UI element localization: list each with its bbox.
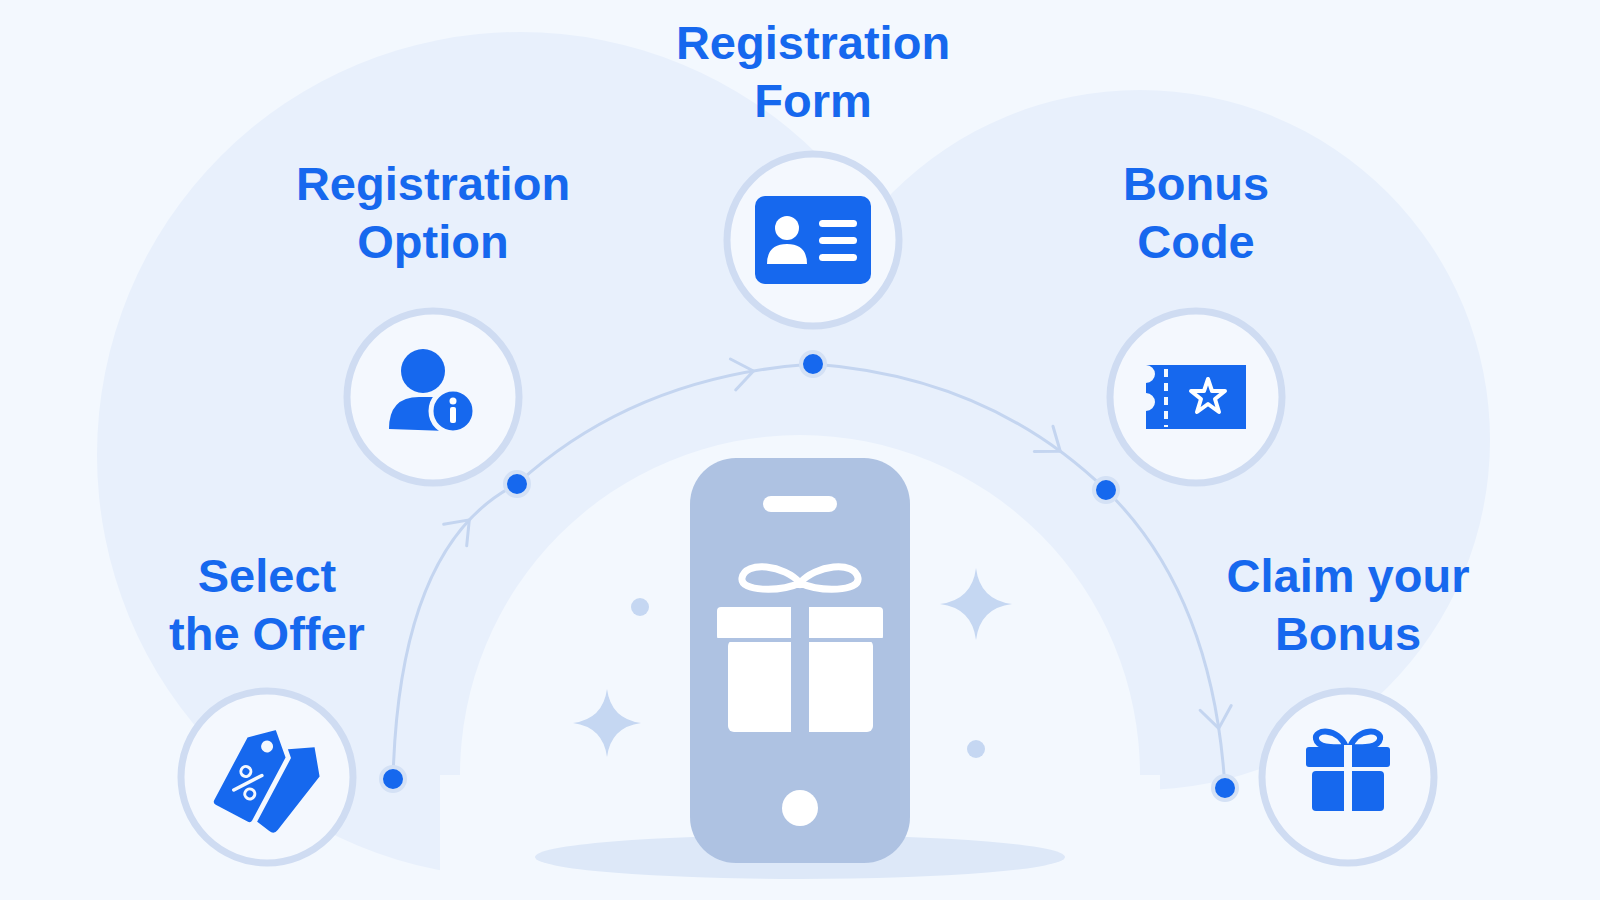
step-label: Claim your Bonus — [1208, 547, 1488, 663]
connector-dot — [505, 472, 529, 496]
arrowhead — [1200, 706, 1231, 729]
flow-connector — [813, 364, 1106, 490]
step-node: Bonus Code — [1086, 155, 1306, 487]
icon-circle — [1106, 307, 1286, 487]
circle-outline — [723, 150, 903, 330]
ticket-icon — [1146, 365, 1246, 429]
person-info-icon — [389, 349, 475, 433]
connector-dot — [1213, 776, 1237, 800]
connector-dot — [381, 767, 405, 791]
gift-icon — [1306, 732, 1390, 815]
phone — [690, 458, 910, 863]
arrowhead — [730, 359, 753, 390]
circle-shape — [727, 154, 899, 326]
circle-shape — [1262, 691, 1434, 863]
icon-circle — [177, 687, 357, 867]
step-node: Claim your Bonus — [1208, 547, 1488, 867]
sparkles — [573, 568, 1012, 758]
connector-dot — [801, 352, 825, 376]
circle-outline — [1258, 687, 1438, 867]
flow-connector — [393, 484, 517, 779]
step-label: Select the Offer — [162, 547, 372, 663]
circle-shape — [1110, 311, 1282, 483]
arrowhead — [1034, 426, 1060, 451]
circle-shape — [347, 311, 519, 483]
step-label: Registration Option — [263, 155, 603, 271]
flow-connector — [1106, 490, 1225, 788]
circle-outline — [343, 307, 523, 487]
circle-shape — [181, 691, 353, 863]
icon-circle — [1258, 687, 1438, 867]
arrowhead — [444, 520, 470, 546]
circle-outline — [1106, 307, 1286, 487]
flow-connector — [517, 364, 813, 484]
step-label: Bonus Code — [1086, 155, 1306, 271]
id-card-icon — [755, 196, 871, 284]
tags-icon — [209, 716, 332, 835]
step-label: Registration Form — [643, 14, 983, 130]
step-node: Registration Form — [643, 14, 983, 330]
step-node: Registration Option — [263, 155, 603, 487]
connector-dot — [1094, 478, 1118, 502]
step-node: Select the Offer — [162, 547, 372, 867]
icon-circle — [723, 150, 903, 330]
icon-circle — [343, 307, 523, 487]
circle-outline — [177, 687, 357, 867]
